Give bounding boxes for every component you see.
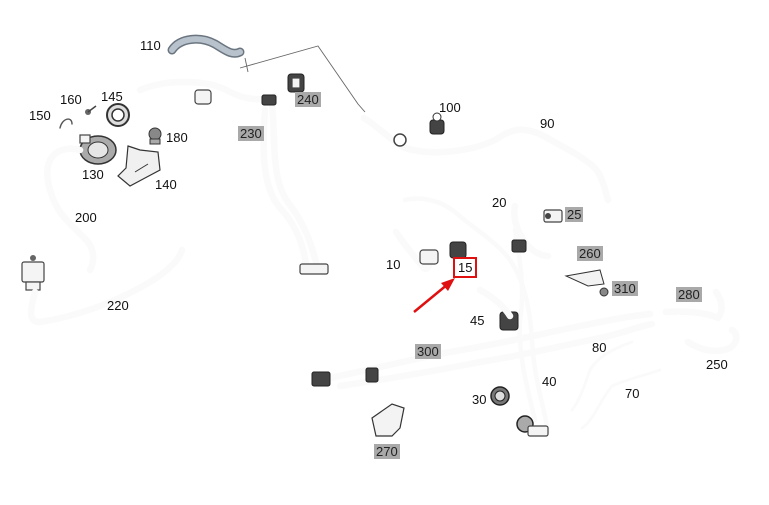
part-230-hose xyxy=(136,78,329,275)
label-45: 45 xyxy=(470,313,485,328)
part-270-bracket xyxy=(371,403,405,437)
part-25-connector xyxy=(543,209,563,223)
part-20-hose xyxy=(511,202,552,260)
part-160-screw xyxy=(85,105,97,115)
part-70-pipe xyxy=(580,368,662,430)
part-280-hose xyxy=(662,288,725,322)
label-130: 130 xyxy=(82,167,104,182)
label-15: 15 xyxy=(452,257,478,278)
label-260: 260 xyxy=(577,246,603,261)
part-90-hose xyxy=(360,114,612,204)
part-130-pump xyxy=(79,134,117,165)
part-30-ring xyxy=(490,386,510,406)
label-270: 270 xyxy=(374,444,400,459)
part-40-connector xyxy=(516,415,549,437)
label-30: 30 xyxy=(472,392,487,407)
part-150-clip xyxy=(59,118,73,129)
part-140-bracket xyxy=(117,145,161,187)
label-145: 145 xyxy=(101,89,123,104)
part-240-clamp xyxy=(287,73,305,93)
part-40-hose xyxy=(402,196,551,435)
leader-110b xyxy=(244,57,249,73)
label-150: 150 xyxy=(29,108,51,123)
label-110: 110 xyxy=(140,38,161,53)
label-20: 20 xyxy=(492,195,507,210)
part-300-hose xyxy=(311,310,656,390)
label-25: 25 xyxy=(565,207,584,222)
label-280: 280 xyxy=(676,287,702,302)
label-40: 40 xyxy=(542,374,557,389)
part-100-connector xyxy=(429,112,445,135)
part-250-hose xyxy=(684,326,740,355)
label-10: 10 xyxy=(386,257,401,272)
label-100: 100 xyxy=(439,100,461,115)
part-180-cap xyxy=(148,127,162,145)
part-260-bracket xyxy=(564,269,605,287)
part-45-clamp xyxy=(476,286,519,331)
label-200: 200 xyxy=(75,210,97,225)
part-15-connector xyxy=(419,241,467,265)
label-240: 240 xyxy=(295,92,321,107)
label-220: 220 xyxy=(107,298,129,313)
label-180: 180 xyxy=(166,130,188,145)
label-140: 140 xyxy=(155,177,177,192)
part-220-hose xyxy=(27,246,186,326)
part-10-hose xyxy=(392,228,434,273)
red-arrow xyxy=(413,278,455,313)
label-250: 250 xyxy=(706,357,728,372)
part-110-hose xyxy=(167,34,245,58)
label-310: 310 xyxy=(612,281,638,296)
label-80: 80 xyxy=(592,340,607,355)
label-70: 70 xyxy=(625,386,640,401)
part-80-pipe xyxy=(570,340,634,412)
label-160: 160 xyxy=(60,92,82,107)
part-310-nut xyxy=(599,287,609,297)
leader-110 xyxy=(239,45,366,113)
part-220-valve xyxy=(21,255,45,291)
label-230: 230 xyxy=(238,126,264,141)
part-145-ring xyxy=(106,103,130,127)
label-90: 90 xyxy=(540,116,555,131)
part-200-hose xyxy=(44,145,97,274)
label-300: 300 xyxy=(415,344,441,359)
